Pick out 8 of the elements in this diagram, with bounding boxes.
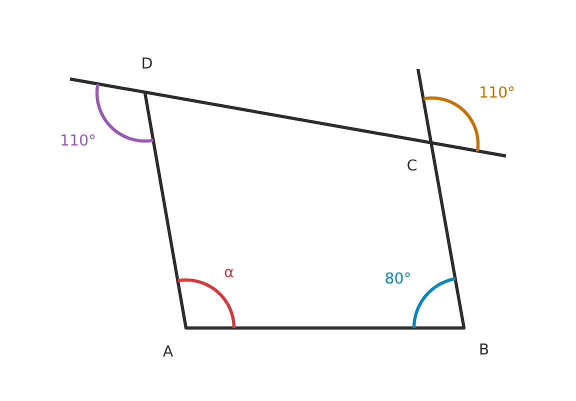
vertex-label: B	[480, 344, 488, 354]
angle-label: α	[224, 268, 234, 278]
vertex-label: D	[142, 58, 152, 68]
angle-label: 80°	[386, 272, 410, 284]
angle-label: 110°	[480, 86, 514, 98]
vertex-label: C	[408, 159, 416, 171]
vertex-label: A	[162, 346, 173, 356]
angle-label: 110°	[62, 134, 95, 146]
